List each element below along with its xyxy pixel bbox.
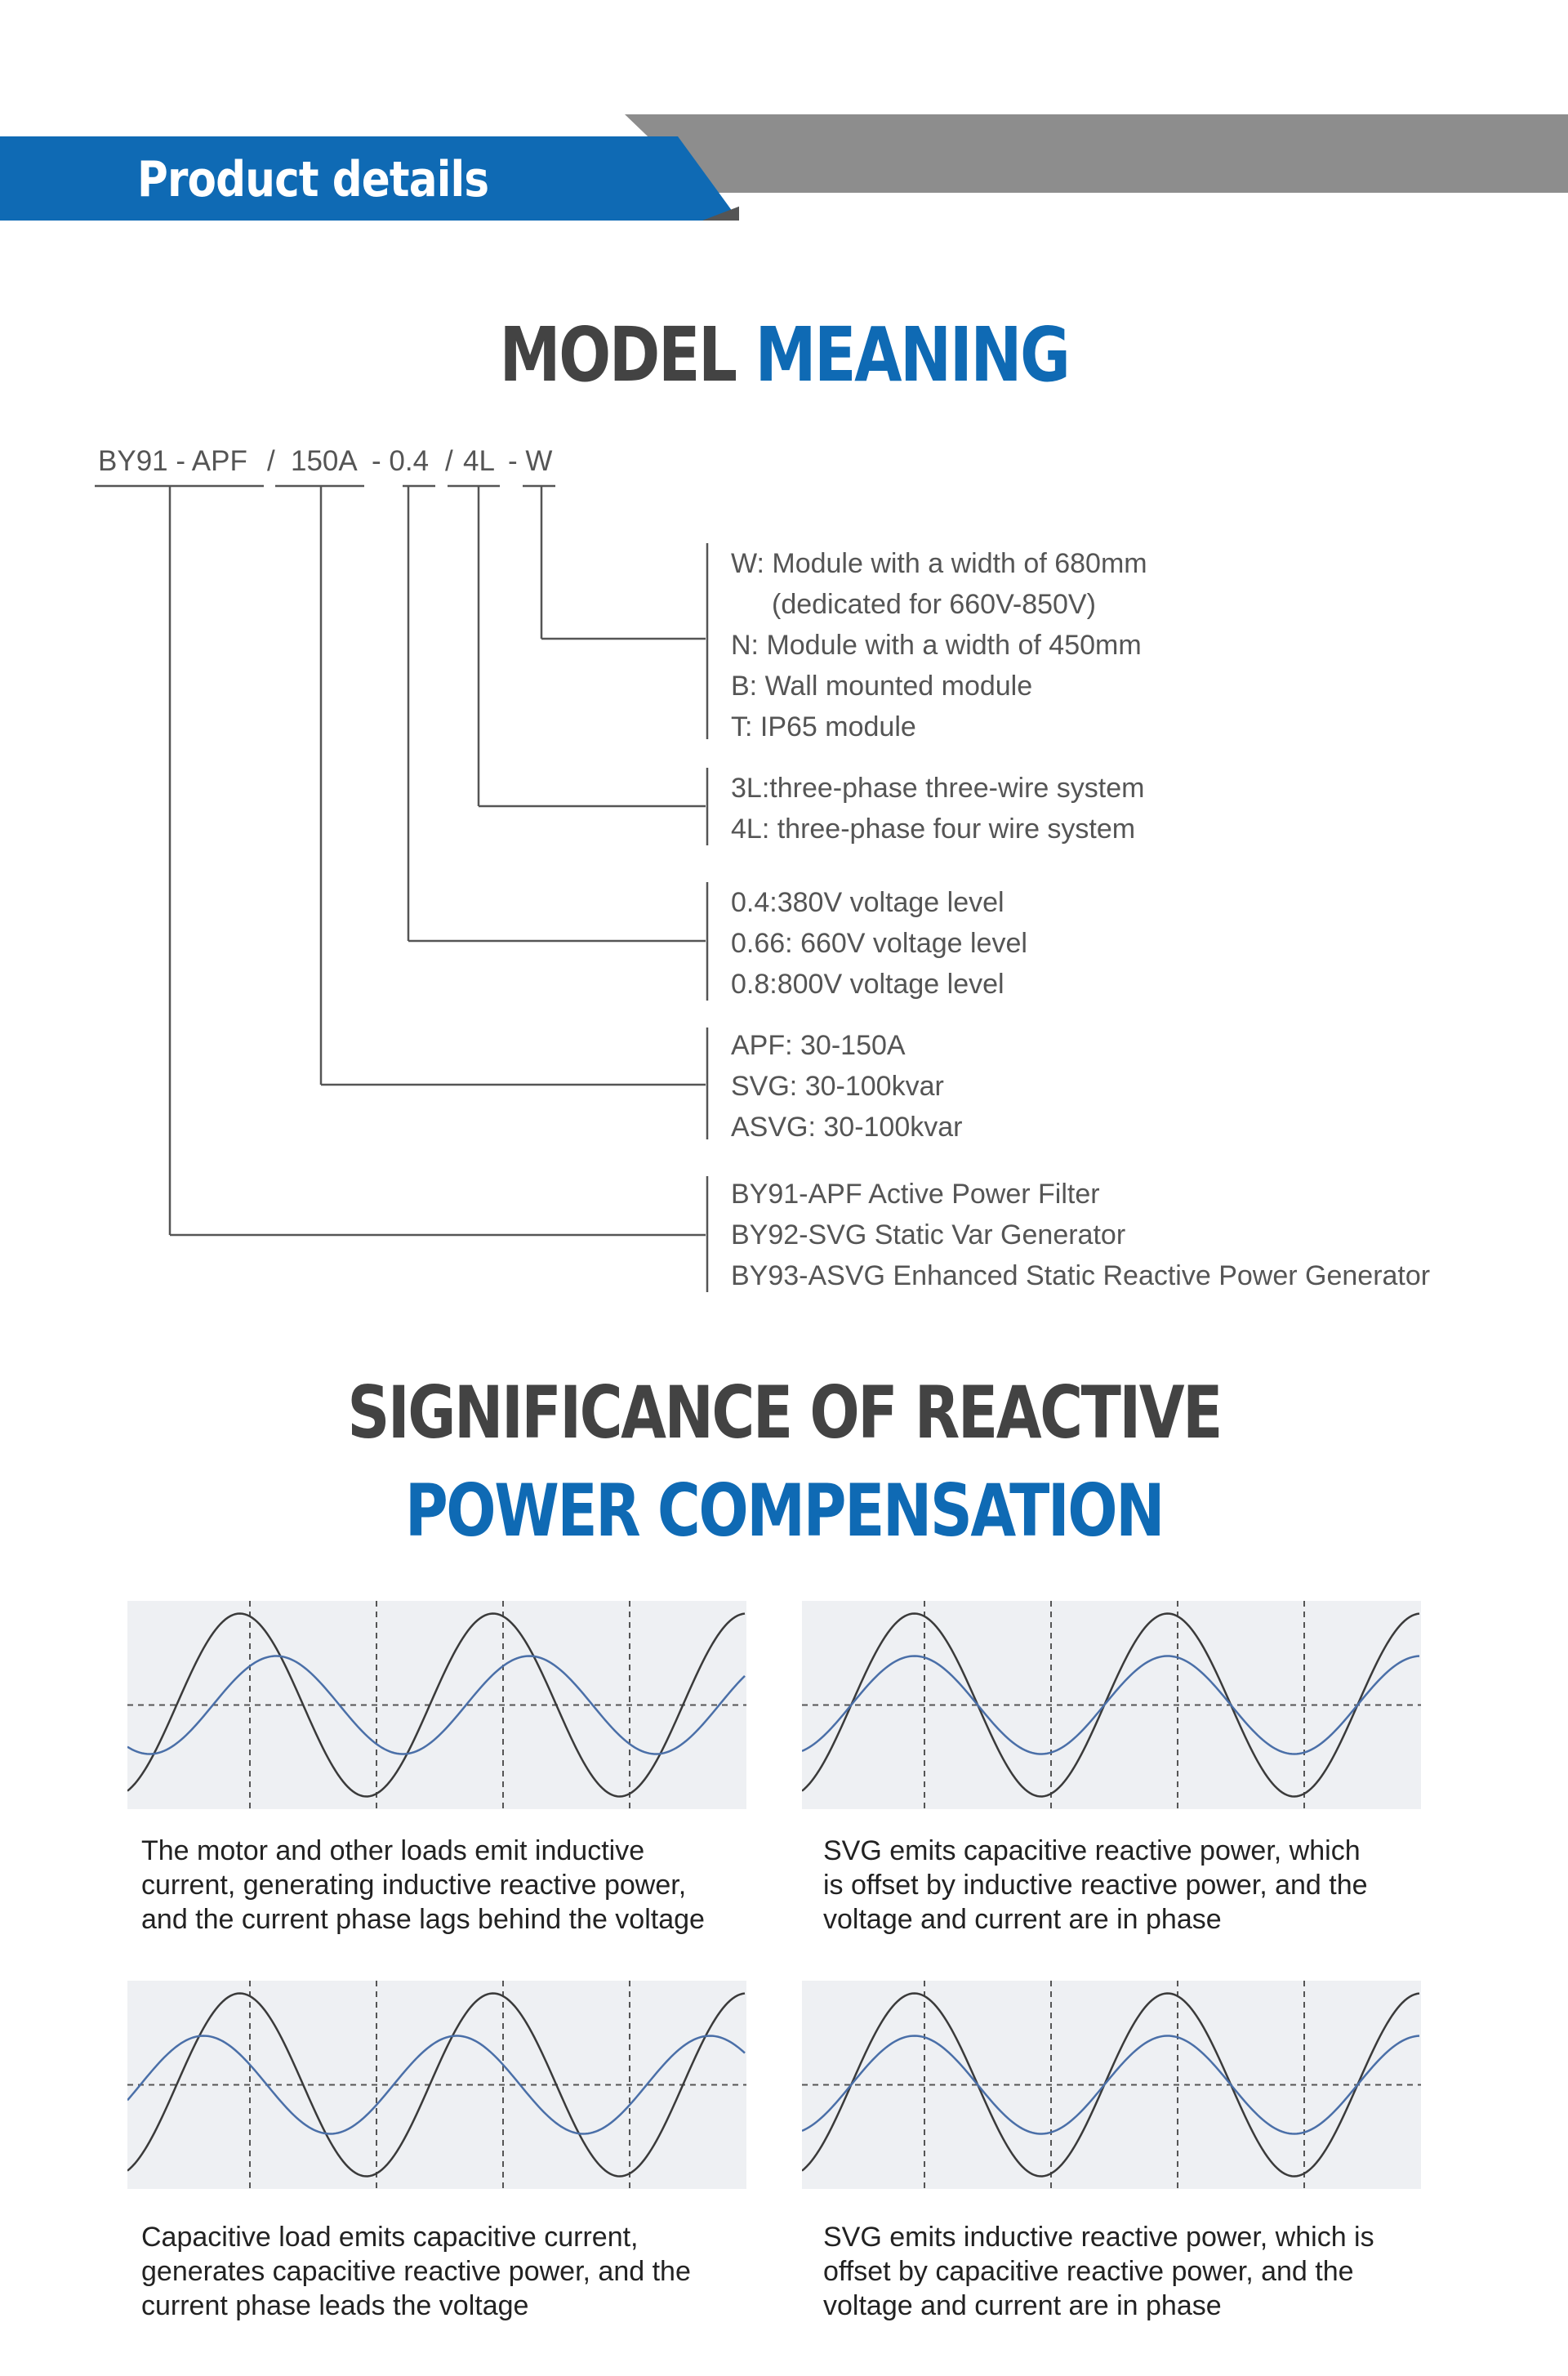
desc-asvg-capacity: ASVG: 30-100kvar — [731, 1112, 963, 1143]
desc-by92: BY92-SVG Static Var Generator — [731, 1219, 1126, 1250]
wave-chart — [127, 1601, 746, 1809]
desc-apf-capacity: APF: 30-150A — [731, 1030, 906, 1061]
desc-module-t: T: IP65 module — [731, 711, 916, 742]
voltage-wave — [802, 1992, 1420, 2178]
current-wave — [802, 2035, 1420, 2135]
desc-voltage-0-66: 0.66: 660V voltage level — [731, 928, 1027, 959]
significance-heading-line1: SIGNIFICANCE OF REACTIVE — [347, 1371, 1223, 1455]
caption-inductive-load: The motor and other loads emit inductive… — [141, 1835, 705, 1935]
wave-grid — [802, 1601, 1421, 1809]
wave-panel-inductive-load — [127, 1601, 746, 1809]
wave-panel-capacitive-load — [127, 1981, 746, 2189]
wave-chart — [802, 1981, 1421, 2189]
caption-svg-capacitive: SVG emits capacitive reactive power, whi… — [823, 1835, 1368, 1935]
code-part-wires: 4L — [463, 445, 495, 477]
desc-4l: 4L: three-phase four wire system — [731, 814, 1136, 845]
desc-by91: BY91-APF Active Power Filter — [731, 1179, 1100, 1210]
significance-heading-line2: POWER COMPENSATION — [404, 1469, 1165, 1553]
banner-blue-band — [0, 136, 739, 221]
voltage-wave — [127, 1612, 746, 1798]
wave-grid — [802, 1981, 1421, 2189]
desc-module-w: W: Module with a width of 680mm — [731, 548, 1147, 579]
voltage-wave — [802, 1612, 1420, 1798]
wave-chart — [127, 1981, 746, 2189]
caption-capacitive-load: Capacitive load emits capacitive current… — [141, 2222, 691, 2321]
model-meaning-heading: MODEL MEANING — [0, 310, 1568, 400]
model-heading-dark: MODEL — [499, 311, 737, 399]
wave-panel-svg-capacitive — [802, 1601, 1421, 1809]
current-wave — [127, 2035, 746, 2135]
voltage-wave — [127, 1992, 746, 2178]
current-wave — [127, 1655, 746, 1755]
current-wave — [802, 1655, 1420, 1755]
page-title: Product details — [137, 151, 489, 208]
code-part-series: BY91 - APF — [98, 445, 247, 477]
wave-grid — [127, 1601, 746, 1809]
desc-3l: 3L:three-phase three-wire system — [731, 773, 1145, 804]
model-code-diagram: BY91 - APF / 150A - 0.4 / 4L - W — [95, 445, 1431, 1292]
code-part-capacity: 150A — [291, 445, 358, 477]
wave-chart — [802, 1601, 1421, 1809]
banner-gray-band — [625, 114, 1568, 193]
wave-grid — [127, 1981, 746, 2189]
desc-module-b: B: Wall mounted module — [731, 671, 1033, 702]
code-part-module: - W — [508, 445, 553, 477]
desc-svg-capacity: SVG: 30-100kvar — [731, 1071, 944, 1102]
desc-module-w-note: (dedicated for 660V-850V) — [772, 589, 1096, 620]
desc-module-n: N: Module with a width of 450mm — [731, 630, 1142, 661]
code-separator: / — [267, 445, 275, 477]
code-part-voltage: - 0.4 — [372, 445, 430, 477]
caption-svg-inductive: SVG emits inductive reactive power, whic… — [823, 2222, 1374, 2321]
model-heading-blue: MEANING — [755, 311, 1071, 399]
connector-lines — [95, 484, 709, 1292]
code-separator: / — [445, 445, 453, 477]
wave-panel-svg-inductive — [802, 1981, 1421, 2189]
desc-voltage-0-8: 0.8:800V voltage level — [731, 969, 1004, 1000]
desc-by93: BY93-ASVG Enhanced Static Reactive Power… — [731, 1260, 1431, 1291]
desc-voltage-0-4: 0.4:380V voltage level — [731, 887, 1004, 918]
